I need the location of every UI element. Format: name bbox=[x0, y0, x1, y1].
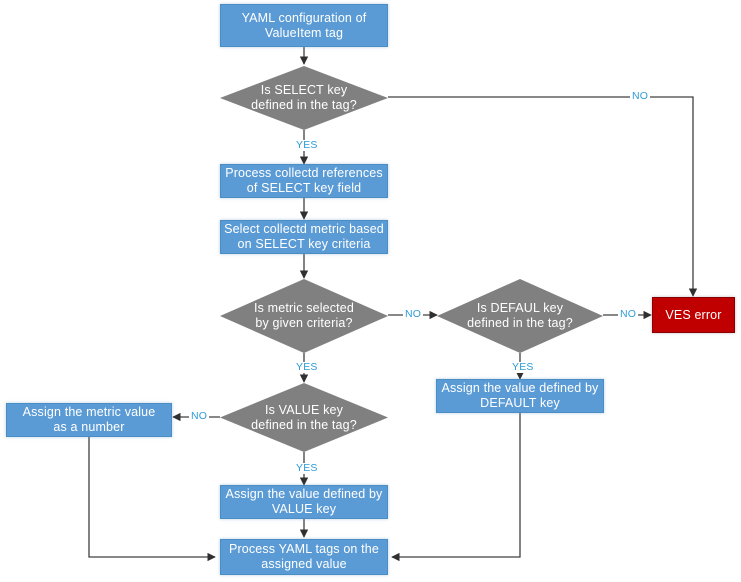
node-value-key-decision[interactable]: Is VALUE key defined in the tag? bbox=[220, 383, 388, 452]
node-start-label: YAML configuration of ValueItem tag bbox=[241, 10, 367, 40]
node-default-key-decision[interactable]: Is DEFAUL key defined in the tag? bbox=[437, 279, 603, 353]
edge-assigndefault-to-tags bbox=[391, 413, 521, 562]
node-assign-number[interactable]: Assign the metric value as a number bbox=[6, 403, 172, 437]
node-start[interactable]: YAML configuration of ValueItem tag bbox=[220, 4, 388, 47]
edge-label-metric-no: NO bbox=[403, 308, 424, 320]
node-assign-default[interactable]: Assign the value defined by DEFAULT key bbox=[436, 379, 604, 413]
edge-assignnumber-to-tags bbox=[88, 437, 216, 562]
node-select-metric-label: Select collectd metric based on SELECT k… bbox=[224, 222, 384, 251]
node-default-key-label: Is DEFAUL key defined in the tag? bbox=[467, 301, 573, 330]
node-select-key-label: Is SELECT key defined in the tag? bbox=[251, 83, 357, 112]
edge-label-select-no: NO bbox=[630, 90, 651, 102]
node-metric-selected-decision[interactable]: Is metric selected by given criteria? bbox=[220, 279, 388, 353]
node-assign-value[interactable]: Assign the value defined by VALUE key bbox=[220, 485, 388, 519]
diamond-shape bbox=[437, 279, 603, 353]
node-ves-error-label: VES error bbox=[665, 307, 722, 322]
node-assign-number-label: Assign the metric value as a number bbox=[22, 405, 156, 434]
node-process-tags[interactable]: Process YAML tags on the assigned value bbox=[220, 539, 388, 575]
node-select-key-decision[interactable]: Is SELECT key defined in the tag? bbox=[220, 66, 388, 130]
edge-label-select-yes: YES bbox=[294, 139, 320, 151]
edge-label-default-no: NO bbox=[618, 308, 639, 320]
node-assign-value-label: Assign the value defined by VALUE key bbox=[225, 487, 383, 516]
diamond-shape bbox=[220, 383, 388, 452]
node-process-references[interactable]: Process collectd references of SELECT ke… bbox=[220, 164, 388, 198]
node-process-tags-label: Process YAML tags on the assigned value bbox=[229, 542, 379, 571]
node-metric-selected-label: Is metric selected by given criteria? bbox=[254, 301, 354, 330]
edge-label-value-yes: YES bbox=[294, 462, 320, 474]
edge-label-default-yes: YES bbox=[510, 361, 536, 373]
edge-select-no bbox=[388, 96, 698, 297]
node-select-metric[interactable]: Select collectd metric based on SELECT k… bbox=[220, 220, 388, 254]
node-ves-error[interactable]: VES error bbox=[652, 297, 735, 333]
diamond-shape bbox=[220, 279, 388, 353]
diamond-shape bbox=[220, 66, 388, 130]
node-assign-default-label: Assign the value defined by DEFAULT key bbox=[441, 381, 599, 410]
edge-label-value-no: NO bbox=[189, 410, 210, 422]
edge-label-metric-yes: YES bbox=[294, 361, 320, 373]
node-process-references-label: Process collectd references of SELECT ke… bbox=[225, 166, 383, 195]
node-value-key-label: Is VALUE key defined in the tag? bbox=[251, 402, 357, 432]
